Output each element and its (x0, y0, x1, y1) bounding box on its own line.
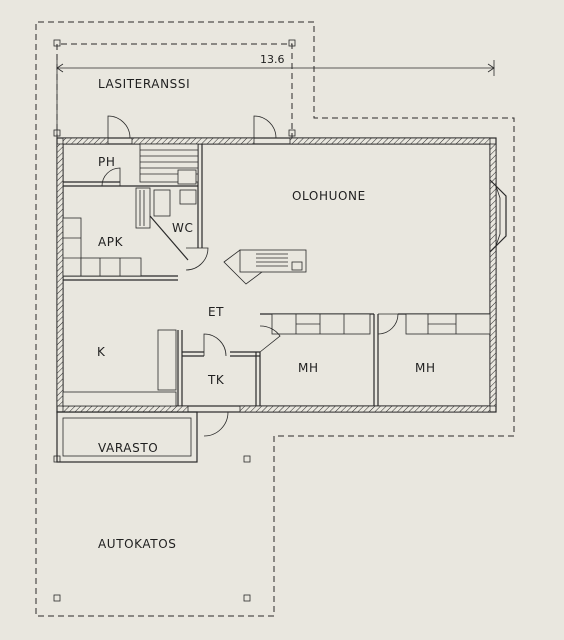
label-tk: TK (207, 373, 225, 387)
label-mh-1: MH (298, 361, 319, 375)
kitchen-counter (62, 329, 177, 407)
storage-walls (56, 411, 235, 463)
label-olohuone: OLOHUONE (292, 189, 366, 203)
wardrobes (271, 313, 491, 335)
label-wc: WC (172, 221, 193, 235)
label-lasiteranssi: LASITERANSSI (98, 77, 190, 91)
doors (101, 115, 399, 437)
dimension-line (56, 60, 495, 140)
label-varasto: VARASTO (98, 441, 158, 455)
wc-fixtures (135, 187, 197, 261)
label-et: ET (208, 305, 224, 319)
fireplace (223, 249, 307, 285)
label-ph: PH (98, 155, 115, 169)
label-mh-2: MH (415, 361, 436, 375)
utility-cabinets (62, 217, 142, 277)
label-autokatos: AUTOKATOS (98, 537, 177, 551)
terrace-outline (56, 43, 293, 140)
sauna-benches (139, 143, 199, 185)
label-k: K (97, 345, 106, 359)
posts (53, 39, 296, 602)
bay-window (489, 179, 507, 253)
label-apk: APK (98, 235, 124, 249)
dimension-label: 13.6 (260, 53, 285, 66)
roof-outline (35, 21, 515, 617)
